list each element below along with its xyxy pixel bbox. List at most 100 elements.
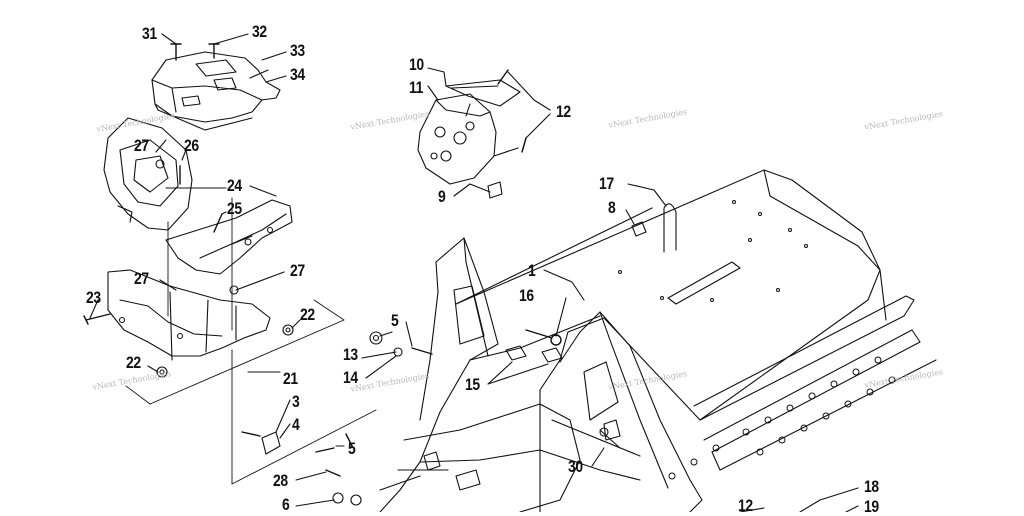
callout-21: 21	[283, 369, 298, 388]
leader	[405, 321, 413, 347]
leader	[265, 75, 287, 83]
tunnel-part	[455, 169, 937, 512]
leader	[89, 299, 99, 319]
front-frame-right-part	[539, 311, 703, 512]
callout-27: 27	[134, 136, 149, 155]
bracket-30	[603, 419, 621, 441]
screw-12a	[497, 69, 509, 85]
bolt-23	[83, 313, 111, 325]
callout-22: 22	[126, 353, 141, 372]
steering-support-part	[417, 93, 519, 185]
leader	[739, 507, 765, 512]
leader	[543, 269, 585, 301]
clip-10	[445, 79, 521, 107]
leader	[213, 33, 249, 45]
bolt-5a	[411, 347, 433, 355]
callout-34: 34	[290, 65, 305, 84]
callout-4: 4	[292, 415, 300, 434]
leader	[291, 319, 301, 329]
tunnel-holes	[618, 200, 808, 302]
pin-16	[525, 329, 562, 346]
leader	[221, 211, 227, 215]
callout-27: 27	[290, 261, 305, 280]
callout-5: 5	[391, 311, 399, 330]
leader	[147, 365, 159, 373]
leader	[295, 471, 327, 481]
callout-14: 14	[343, 368, 358, 387]
leader	[845, 505, 859, 512]
callout-24: 24	[227, 176, 242, 195]
callout-32: 32	[252, 22, 267, 41]
callout-12: 12	[556, 102, 571, 121]
bolt-3	[241, 431, 261, 437]
headlight-bracket-part	[103, 117, 193, 231]
leader	[275, 399, 291, 433]
callout-19: 19	[864, 497, 879, 516]
callout-6: 6	[282, 495, 290, 514]
dash-cover-part	[151, 51, 281, 131]
leader	[625, 209, 635, 225]
leader	[279, 423, 291, 439]
callout-5: 5	[348, 439, 356, 458]
callout-23: 23	[86, 288, 101, 307]
leader	[295, 499, 335, 507]
callout-31: 31	[142, 24, 157, 43]
bolt-5b	[315, 433, 353, 453]
callout-17: 17	[599, 174, 614, 193]
callout-12: 12	[738, 496, 753, 515]
callout-3: 3	[292, 392, 300, 411]
callout-9: 9	[438, 187, 446, 206]
screw-25	[213, 213, 223, 233]
clip-8	[631, 221, 647, 237]
callout-18: 18	[864, 477, 879, 496]
bushing-13	[369, 331, 383, 345]
callout-27: 27	[134, 269, 149, 288]
callout-26: 26	[184, 136, 199, 155]
callout-16: 16	[519, 286, 534, 305]
leader	[591, 447, 605, 467]
leader	[365, 355, 397, 379]
leader	[181, 149, 187, 161]
front-frame-left-part	[379, 237, 601, 512]
screw-32	[208, 43, 220, 59]
steering-bracket-part	[165, 199, 293, 275]
lower-mount-plate-part	[107, 269, 271, 361]
callout-22: 22	[300, 305, 315, 324]
callout-25: 25	[227, 199, 242, 218]
callout-33: 33	[290, 41, 305, 60]
rubber-mount-22	[282, 324, 294, 336]
leader	[555, 297, 567, 337]
leader	[361, 351, 397, 359]
callout-30: 30	[568, 457, 583, 476]
leader	[427, 67, 447, 87]
callout-11: 11	[409, 78, 423, 97]
engine-cradle-part	[379, 403, 581, 512]
callout-8: 8	[608, 198, 616, 217]
nut-27b	[229, 285, 239, 295]
pad-15a	[505, 345, 527, 361]
leader	[427, 85, 439, 101]
callout-13: 13	[343, 345, 358, 364]
leader	[453, 183, 491, 197]
leader	[627, 183, 667, 207]
leader	[799, 487, 859, 512]
running-board-holes	[668, 356, 896, 480]
leader	[261, 51, 287, 61]
spacer-4	[261, 431, 281, 455]
leader	[379, 331, 393, 337]
leader	[507, 71, 551, 111]
leader	[487, 361, 549, 385]
u-bolt-17	[663, 203, 677, 253]
bolt-28	[325, 469, 341, 477]
screw-12b	[521, 137, 527, 153]
callout-1: 1	[528, 261, 536, 280]
leader	[525, 113, 551, 139]
pad-15b	[541, 347, 563, 363]
leader	[161, 33, 177, 45]
nut-6	[332, 492, 362, 506]
callout-15: 15	[465, 375, 480, 394]
nut-27a	[155, 159, 165, 169]
callout-10: 10	[409, 55, 424, 74]
